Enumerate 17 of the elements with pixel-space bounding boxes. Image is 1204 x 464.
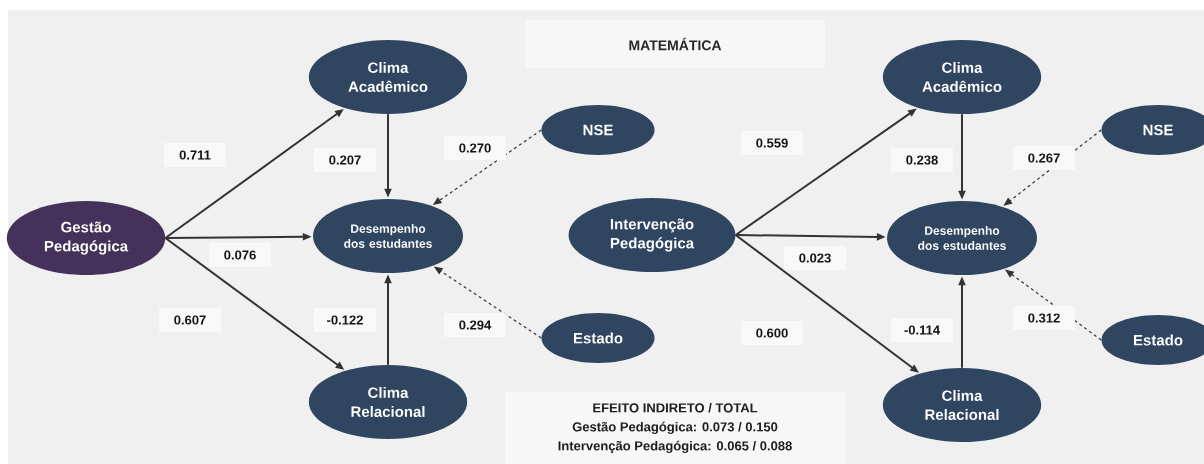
coefficient-label: -0.122 xyxy=(314,308,376,332)
coefficient-label: 0.270 xyxy=(444,136,506,160)
summary-box: EFEITO INDIRETO / TOTAL Gestão Pedagógica: 0.073 / 0.150 Intervenção Pedagógica: 0.065 / 0.088 xyxy=(505,392,845,464)
coefficient-label: 0.238 xyxy=(891,148,953,172)
title-box: MATEMÁTICA xyxy=(525,20,825,68)
coefficient-label: 0.312 xyxy=(1013,306,1075,330)
path-arrow xyxy=(1003,129,1102,206)
coefficient-label: 0.559 xyxy=(741,131,803,155)
coefficient-label: 0.600 xyxy=(741,321,803,345)
coefficient-label: 0.267 xyxy=(1013,146,1075,170)
coefficient-label: 0.711 xyxy=(164,143,226,167)
coefficient-label: 0.023 xyxy=(784,246,846,270)
coefficient-label: 0.294 xyxy=(444,313,506,337)
coefficient-label: 0.607 xyxy=(159,308,221,332)
coefficient-label: -0.114 xyxy=(891,318,953,342)
coefficient-label: 0.207 xyxy=(314,148,376,172)
coefficient-label: 0.076 xyxy=(209,243,271,267)
